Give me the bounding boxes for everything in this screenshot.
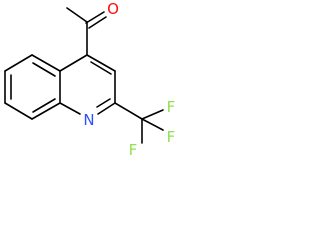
- bond-c8-c8a-inner: [32, 98, 56, 113]
- oxygen-label: O: [107, 0, 119, 18]
- bond-c4a-c5: [31, 54, 61, 72]
- fluorine-label-right-lower: F: [167, 128, 176, 146]
- bond-c-f2: [141, 109, 164, 120]
- bond-n1-c8a: [59, 102, 81, 115]
- fluorine-label-right-upper: F: [167, 98, 176, 116]
- bond-c4-c3: [86, 54, 116, 72]
- bond-c-o-double-b: [88, 16, 107, 29]
- bond-c4a-c4: [59, 54, 88, 72]
- bond-c4-c3-inner: [90, 61, 112, 75]
- bond-c-o-double-a: [85, 11, 105, 24]
- bond-c8-c8a: [31, 102, 61, 120]
- bond-c-h-aldehyde: [66, 7, 88, 23]
- bond-c4a-c5-inner: [32, 62, 56, 77]
- atom-labels: O N F F F: [83, 0, 175, 157]
- molecule-structure: O N F F F: [4, 0, 175, 157]
- bond-c5-c6: [4, 54, 33, 72]
- bonds: [4, 7, 164, 144]
- fluorine-label-bottom: F: [129, 141, 138, 157]
- bond-c2-n1-inner: [96, 98, 111, 108]
- bond-c-f3: [141, 118, 164, 131]
- bond-c7-c8: [4, 102, 33, 120]
- nitrogen-label: N: [83, 111, 94, 129]
- bond-c2-cf3: [114, 102, 143, 120]
- bond-c2-n1: [97, 102, 116, 115]
